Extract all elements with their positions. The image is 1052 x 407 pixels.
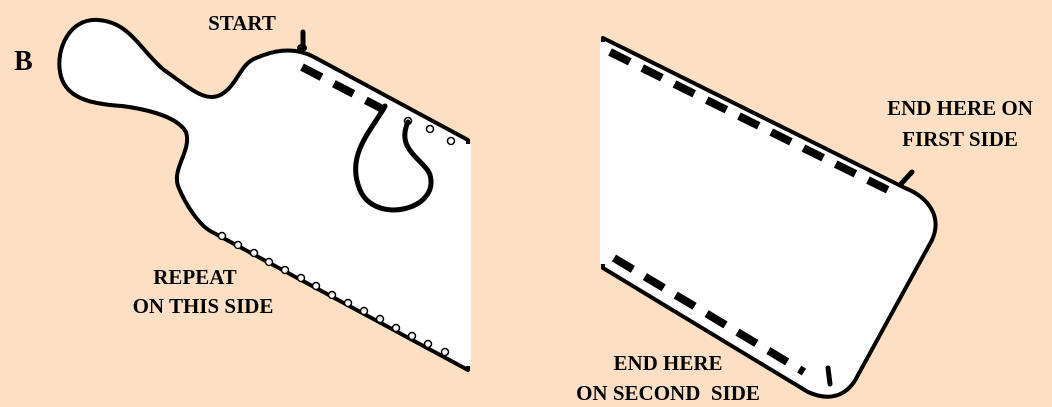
thread-loop xyxy=(353,103,434,213)
right-pattern-piece xyxy=(600,36,938,399)
start-knot-dot xyxy=(297,44,307,52)
label-repeat-line2: ON THIS SIDE xyxy=(133,294,274,318)
label-repeat-line1: REPEAT xyxy=(153,265,237,289)
label-end-second-line1: END HERE xyxy=(613,351,722,375)
label-end-first-line2: FIRST SIDE xyxy=(902,127,1018,151)
stitch-line-top-right xyxy=(608,48,890,194)
stitch-line-bottom-right xyxy=(611,254,807,376)
left-pattern-piece xyxy=(57,17,471,372)
end-second-side-knot xyxy=(825,365,833,387)
left-piece-outline xyxy=(57,17,470,372)
end-first-side-knot xyxy=(897,169,915,188)
label-end-first-line1: END HERE ON xyxy=(887,96,1033,120)
right-piece-outline xyxy=(601,36,938,399)
stitch-holes-bottom-left xyxy=(217,231,450,357)
label-end-second-line2: ON SECOND SIDE xyxy=(576,381,760,405)
label-start: START xyxy=(208,11,276,35)
stitch-line-top-left xyxy=(300,63,394,118)
panel-letter: B xyxy=(14,46,33,77)
